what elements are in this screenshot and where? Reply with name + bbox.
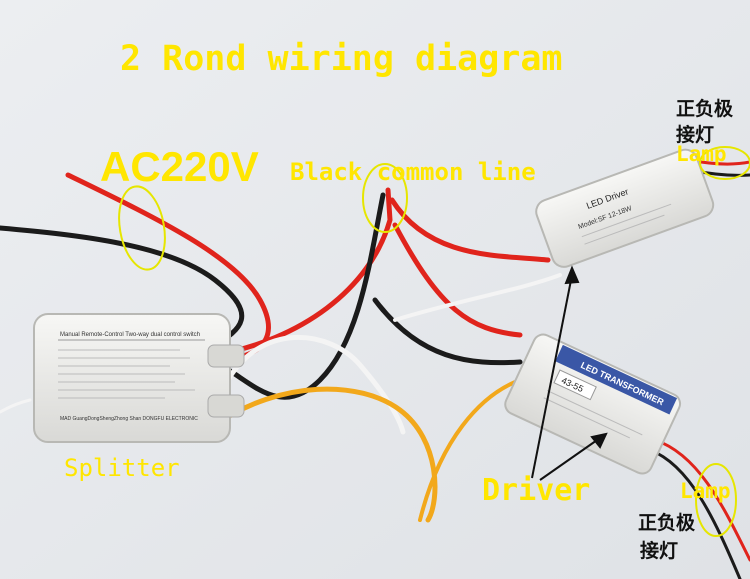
wire-yellow-2 <box>418 378 522 522</box>
highlight-ellipses <box>118 146 750 537</box>
lamp-note-top-line2: 接灯 <box>676 124 715 146</box>
wire-white-1 <box>222 335 406 435</box>
ellipse-common <box>362 163 408 233</box>
arrow-head-bottom <box>590 432 608 449</box>
ellipse-lamp-bottom <box>695 463 737 537</box>
lamp-bottom-label: Lamp <box>680 479 731 503</box>
arrow-head-top <box>564 265 580 285</box>
wire-red-top-driver <box>389 197 551 263</box>
wire-lamp-bottom-black <box>648 448 742 579</box>
wire-black-bottom-driver <box>372 297 523 366</box>
lamp-note-top-line1: 正负极 <box>676 98 734 120</box>
arrow-driver-bottom <box>539 437 601 481</box>
splitter-box: Manual Remote-Control Two-way dual contr… <box>33 313 245 443</box>
lamp-note-bottom-line1: 正负极 <box>638 512 696 534</box>
driver-top-box: LED Driver Model:SF 12-18W <box>535 148 715 268</box>
wire-red-common <box>212 187 393 358</box>
splitter-label-top: Manual Remote-Control Two-way dual contr… <box>60 332 200 338</box>
splitter-label-bottom: MAD GuangDongShengZhong Shan DONGFU ELEC… <box>60 416 198 422</box>
wire-black-mains <box>0 225 245 348</box>
ellipse-ac <box>118 185 166 271</box>
wire-white-2 <box>393 273 562 322</box>
black-common-line-label: Black common line <box>290 158 536 186</box>
driver-bottom-box: LED TRANSFORMER 43-55 <box>504 333 682 475</box>
diagram-title: 2 Rond wiring diagram <box>120 39 563 79</box>
wire-yellow-1 <box>212 386 438 523</box>
wire-red-bottom-driver <box>392 222 523 338</box>
splitter-label: Splitter <box>64 454 180 482</box>
driver-arrows <box>531 265 608 481</box>
driver-label: Driver <box>482 473 591 508</box>
wire-black-common <box>217 192 386 400</box>
lamp-note-bottom-line2: 接灯 <box>640 540 679 562</box>
ellipse-lamp-top <box>699 146 750 180</box>
lamp-top-label: Lamp <box>676 142 727 166</box>
ac-voltage-label: AC220V <box>100 143 259 190</box>
wire-splitter-left <box>0 398 32 414</box>
arrow-driver-top <box>531 274 573 479</box>
wire-lamp-bottom-red <box>653 438 750 562</box>
